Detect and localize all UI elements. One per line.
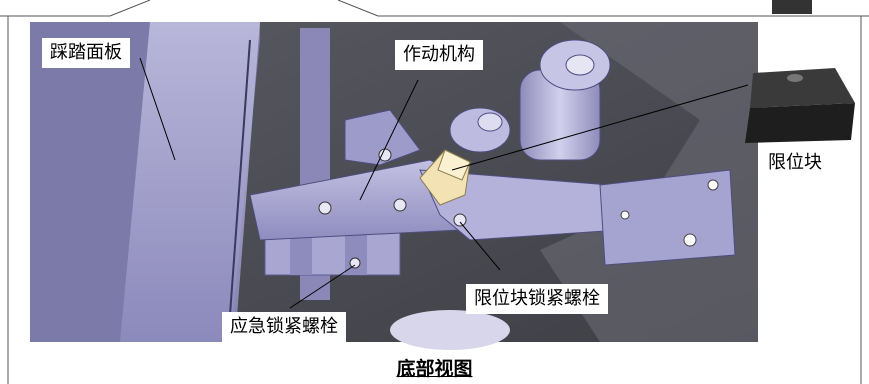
callout-limit-block: 限位块	[760, 148, 830, 178]
callout-emergency-bolt: 应急锁紧螺栓	[222, 312, 346, 342]
rubber-stop-icon	[745, 68, 855, 143]
caption-bottom-view: 底部视图	[396, 358, 473, 380]
callout-limit-block-bolt: 限位块锁紧螺栓	[466, 284, 608, 314]
callout-actuator: 作动机构	[395, 40, 483, 70]
callout-tread-panel: 踩踏面板	[42, 38, 130, 68]
